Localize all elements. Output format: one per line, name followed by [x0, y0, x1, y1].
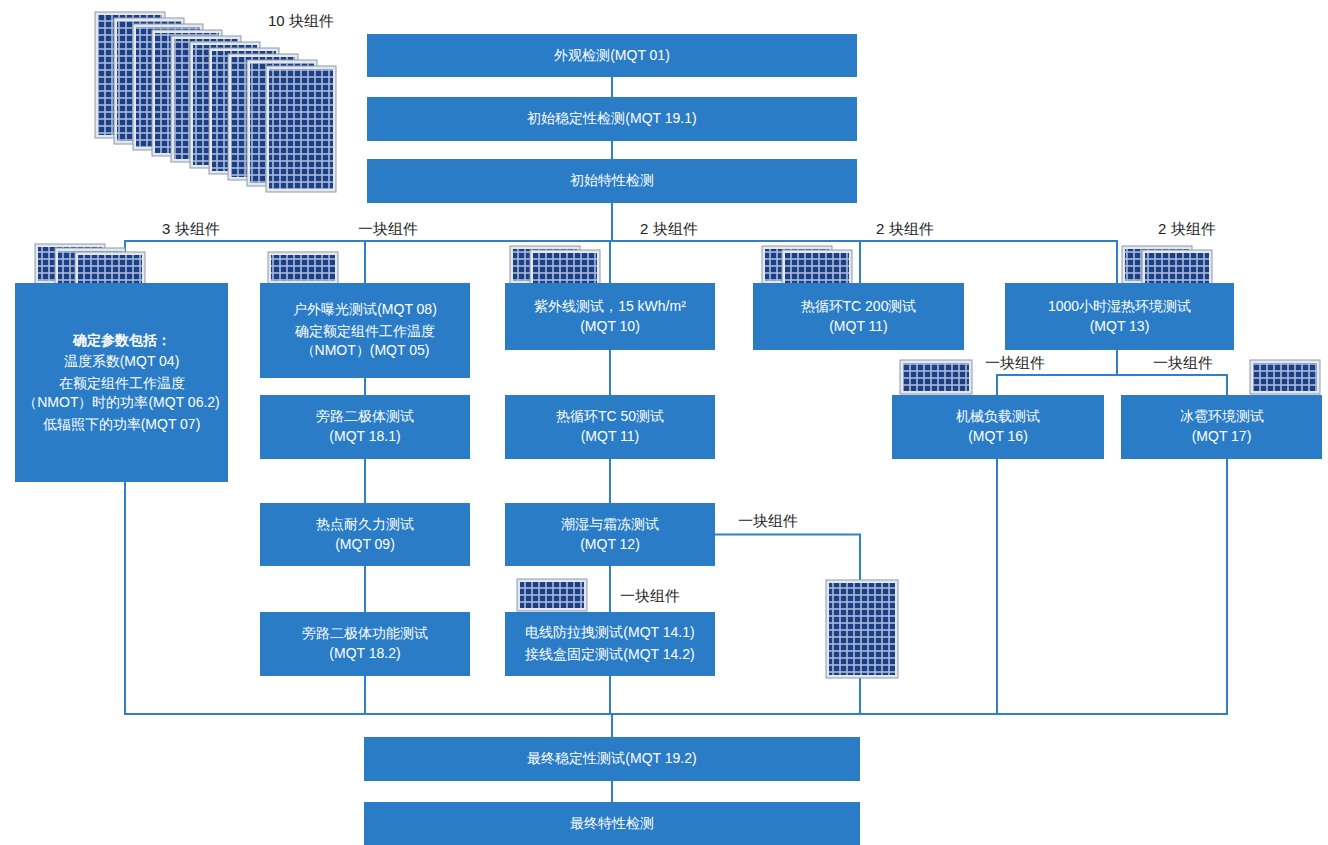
module-count-label: 2 块组件 [1158, 220, 1216, 238]
box-heading: 确定参数包括： [73, 331, 171, 351]
panel-frame [266, 66, 336, 192]
process-box: 热循环TC 200测试 (MQT 11) [753, 283, 964, 350]
process-box: 最终特性检测 [364, 802, 860, 845]
box-text: 紫外线测试，15 kWh/m² (MQT 10) [518, 297, 703, 336]
connector [364, 566, 366, 612]
module-count-label: 3 块组件 [162, 220, 220, 238]
box-text: 最终稳定性测试(MQT 19.2) [527, 749, 696, 769]
module-count-label: 一块组件 [1153, 354, 1213, 372]
box-text: 旁路二极体功能测试 (MQT 18.2) [288, 624, 443, 663]
process-box: 潮湿与霜冻测试 (MQT 12) [505, 503, 715, 566]
connector [612, 459, 997, 737]
process-box: 机械负载测试 (MQT 16) [892, 395, 1104, 459]
module-count-label: 2 块组件 [876, 220, 934, 238]
process-box: 热点耐久力测试 (MQT 09) [260, 503, 470, 566]
panel-cells [533, 253, 597, 285]
connector [1117, 350, 1227, 395]
process-box: 旁路二极体测试 (MQT 18.1) [260, 395, 470, 459]
box-text: 确定额定组件工作温度 （NMOT）(MQT 05) [268, 322, 462, 361]
panel-cells [785, 253, 849, 285]
panel-frame [268, 252, 338, 284]
box-text: 户外曝光测试(MQT 08) [293, 300, 437, 320]
box-text: 旁路二极体测试 (MQT 18.1) [303, 407, 428, 446]
process-box: 初始特性检测 [367, 159, 857, 203]
process-box: 旁路二极体功能测试 (MQT 18.2) [260, 612, 470, 676]
module-count-label: 一块组件 [358, 220, 418, 238]
panel-frame [517, 579, 587, 611]
box-text: 低辐照下的功率(MQT 07) [43, 415, 201, 435]
panel-frame [826, 580, 898, 678]
box-text: 电线防拉拽测试(MQT 14.1) [525, 623, 694, 643]
panel-cells [1145, 253, 1209, 285]
connector [609, 459, 611, 503]
box-text: 最终特性检测 [570, 814, 654, 834]
box-text: 1000小时湿热环境测试 (MQT 13) [1032, 297, 1207, 336]
process-box: 热循环TC 50测试 (MQT 11) [505, 395, 715, 459]
module-count-label: 一块组件 [738, 512, 798, 530]
box-text: 在额定组件工作温度 （NMOT）时的功率(MQT 06.2) [23, 374, 220, 413]
connector [611, 781, 613, 802]
process-box: 最终稳定性测试(MQT 19.2) [364, 737, 860, 781]
panel-cells [903, 363, 969, 391]
box-text: 机械负载测试 (MQT 16) [938, 407, 1058, 446]
box-text: 外观检测(MQT 01) [554, 46, 670, 66]
connector [612, 203, 1117, 283]
box-text: 热循环TC 200测试 (MQT 11) [784, 297, 934, 336]
box-text: 温度系数(MQT 04) [64, 352, 180, 372]
panel-cells [520, 582, 584, 608]
box-text: 初始稳定性检测(MQT 19.1) [527, 109, 696, 129]
connector [609, 566, 611, 612]
box-text: 潮湿与霜冻测试 (MQT 12) [548, 515, 673, 554]
panel-cells [269, 69, 333, 189]
module-count-label: 一块组件 [620, 587, 680, 605]
connector [364, 378, 366, 395]
box-text: 初始特性检测 [570, 171, 654, 191]
panel-cells [271, 255, 335, 281]
process-box: 外观检测(MQT 01) [367, 34, 857, 77]
connector [611, 77, 613, 97]
process-box: 户外曝光测试(MQT 08)确定额定组件工作温度 （NMOT）(MQT 05) [260, 283, 470, 378]
module-count-label: 一块组件 [985, 354, 1045, 372]
connector [612, 459, 1227, 737]
box-text: 热点耐久力测试 (MQT 09) [303, 515, 428, 554]
box-text: 接线盒固定测试(MQT 14.2) [525, 645, 694, 665]
module-count-label: 2 块组件 [640, 220, 698, 238]
process-box: 初始稳定性检测(MQT 19.1) [367, 97, 857, 141]
panel-frame [900, 360, 972, 394]
module-count-label: 10 块组件 [268, 12, 334, 30]
box-text: 热循环TC 50测试 (MQT 11) [540, 407, 680, 446]
process-box: 紫外线测试，15 kWh/m² (MQT 10) [505, 283, 715, 350]
panel-frame [1250, 360, 1320, 394]
process-box: 冰雹环境测试 (MQT 17) [1121, 395, 1322, 459]
process-box: 电线防拉拽测试(MQT 14.1)接线盒固定测试(MQT 14.2) [505, 612, 715, 676]
connector [611, 141, 613, 159]
connector [364, 459, 366, 503]
box-text: 冰雹环境测试 (MQT 17) [1162, 407, 1282, 446]
panel-cells [829, 583, 895, 675]
process-box: 确定参数包括：温度系数(MQT 04)在额定组件工作温度 （NMOT）时的功率(… [15, 283, 228, 482]
process-box: 1000小时湿热环境测试 (MQT 13) [1005, 283, 1234, 350]
connector [609, 350, 611, 395]
connector [365, 676, 612, 737]
panel-cells [1253, 363, 1317, 391]
